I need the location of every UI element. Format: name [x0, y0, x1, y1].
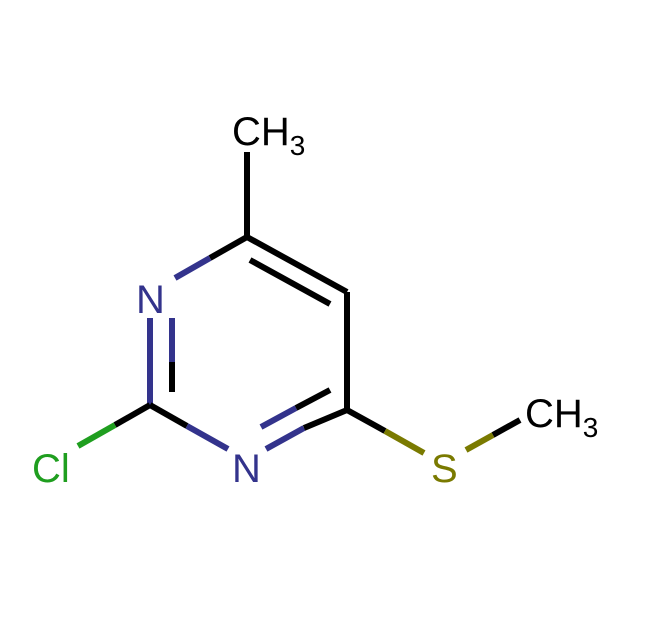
bond-n1-c6-inner-black — [294, 387, 332, 411]
bond-c4-n3-blue — [173, 255, 212, 281]
bond-c2-cl-black — [113, 402, 152, 428]
bond-c2-n1-blue — [185, 423, 230, 452]
bond-c4-c5-inner — [248, 257, 332, 307]
atom-methyl-right: CH3 — [525, 392, 598, 443]
atom-sulfur: S — [431, 447, 458, 491]
bond-n1-c6-inner-blue — [259, 405, 298, 430]
bond-c6-s-black — [345, 407, 387, 434]
atom-n-lower: N — [232, 447, 261, 491]
bond-c4-n3-black — [208, 234, 249, 261]
bond-c4-c5 — [245, 234, 349, 295]
atom-methyl-top: CH3 — [232, 110, 305, 161]
bond-s-methyl-olive — [464, 432, 495, 453]
bond-n1-c6-blue — [264, 425, 306, 452]
bond-c2-n1-black — [148, 402, 189, 429]
atom-chlorine: Cl — [32, 447, 70, 491]
atom-n-upper: N — [136, 278, 165, 322]
bond-s-methyl-black — [491, 417, 522, 438]
bond-n1-c6-black — [302, 407, 349, 431]
bond-c6-s-olive — [383, 428, 426, 456]
bond-c2-cl-green — [76, 422, 117, 449]
